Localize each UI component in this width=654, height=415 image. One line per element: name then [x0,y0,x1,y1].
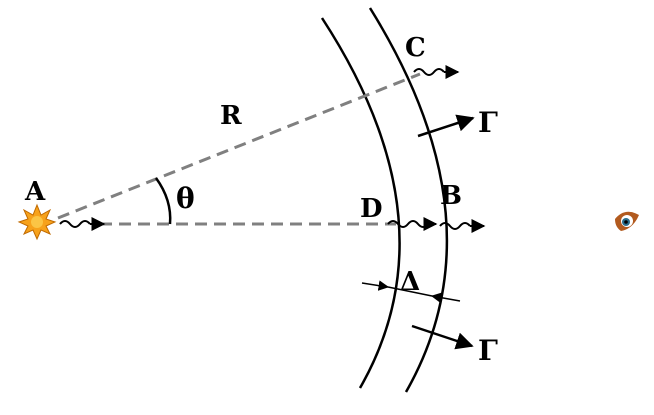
photon-wave-d [387,217,438,231]
gamma-lower-arrow [411,324,474,350]
label-c: C [405,33,426,63]
label-gamma-upper: Γ [478,106,498,139]
gamma-upper-arrow [417,114,475,138]
label-b: B [440,181,462,211]
angle-arc [154,177,172,225]
label-r: R [220,101,242,131]
label-d: D [360,194,383,224]
label-gamma-lower: Γ [478,334,498,367]
inner-shell-arc [320,17,401,389]
photon-wave-a [59,217,106,231]
label-delta: Δ [400,267,420,297]
star-burst-icon [17,203,57,241]
photon-wave-c [413,65,460,79]
photon-wave-b [439,219,486,233]
eye-icon [615,211,639,231]
label-a: A [24,177,46,207]
label-theta: θ [176,182,195,215]
thickness-marker [361,280,461,303]
radius-dashed-ray [57,72,421,220]
outer-shell-arc [368,7,449,393]
